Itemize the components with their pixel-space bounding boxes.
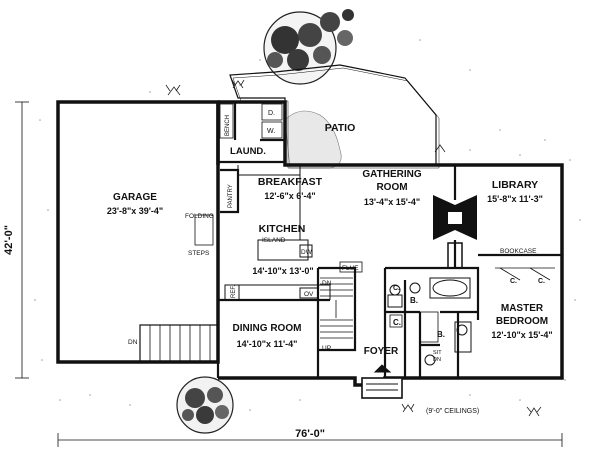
bench-label: BENCH [225, 115, 231, 136]
fixture-labels: BENCH D. W. PANTRY FOLDING STEPS ISLAND … [128, 110, 545, 363]
details [219, 103, 555, 343]
gathering-label-line1: GATHERING [362, 169, 421, 180]
foyer-label: FOYER [364, 346, 399, 357]
garage-steps [139, 214, 219, 363]
stairs [320, 277, 353, 339]
master-size: 12'-10"x 15'-4" [491, 330, 552, 340]
fireplace [433, 195, 477, 269]
island-label: ISLAND [262, 237, 286, 244]
washer-label: W. [267, 128, 275, 135]
gathering-label-line2: ROOM [376, 182, 407, 193]
closet-4-label: C. [538, 278, 545, 285]
room-labels: GARAGE 23'-8"x 39'-4" LAUND. BREAKFAST 1… [107, 146, 553, 357]
garage-down-label: DN [128, 339, 138, 346]
dimension-labels: 76'-0" 42'-0" (9'-0" CEILINGS) [3, 225, 479, 440]
patio-label: PATIO [325, 122, 356, 134]
kitchen-size: 14'-10"x 13'-0" [252, 266, 313, 276]
seat-label-1: SIT [433, 350, 442, 356]
kitchen-label: KITCHEN [259, 223, 306, 235]
master-label-line1: MASTER [501, 303, 544, 314]
flue-label: FLUE [342, 265, 359, 272]
ceiling-note: (9'-0" CEILINGS) [426, 408, 479, 415]
breakfast-label: BREAKFAST [258, 176, 323, 188]
refrigerator-label: REF. [231, 285, 237, 298]
stair-up-label: UP [322, 345, 331, 352]
bath-1-label: B. [410, 296, 418, 305]
depth-dimension: 42'-0" [3, 225, 15, 255]
folding-label: FOLDING [185, 213, 214, 220]
master-label-line2: BEDROOM [496, 316, 548, 327]
bath-fixtures [387, 277, 472, 366]
dishwasher-label: DW [301, 249, 313, 256]
library-size: 15'-8"x 11'-3" [487, 194, 543, 204]
bath-2-label: B. [437, 330, 445, 339]
bookcase-label: BOOKCASE [500, 248, 537, 255]
closet-2-label: C. [393, 318, 401, 327]
tree-top [263, 9, 354, 85]
pantry-label: PANTRY [228, 184, 234, 208]
dimension-lines [15, 101, 563, 447]
garage-size: 23'-8"x 39'-4" [107, 206, 163, 216]
tree-bottom [176, 376, 234, 434]
oven-label: OV [304, 291, 314, 298]
width-dimension: 76'-0" [295, 428, 325, 440]
landscaping [34, 9, 581, 434]
stair-down-label: DN [322, 280, 332, 287]
closet-1-label: C. [393, 285, 400, 292]
front-entry [361, 364, 403, 399]
laundry-label: LAUND. [230, 146, 266, 157]
closet-3-label: C. [510, 278, 517, 285]
breakfast-size: 12'-6"x 6'-4" [264, 191, 315, 201]
kitchen-fixtures [224, 165, 331, 301]
dining-size: 14'-10"x 11'-4" [237, 339, 298, 349]
library-label: LIBRARY [492, 179, 538, 191]
steps-label: STEPS [188, 250, 210, 257]
seat-label-2: DN [433, 357, 441, 363]
interior-walls [216, 102, 562, 378]
dining-label: DINING ROOM [233, 323, 302, 334]
gathering-size: 13'-4"x 15'-4" [364, 197, 420, 207]
dryer-label: D. [268, 110, 275, 117]
garage-label: GARAGE [113, 192, 157, 203]
